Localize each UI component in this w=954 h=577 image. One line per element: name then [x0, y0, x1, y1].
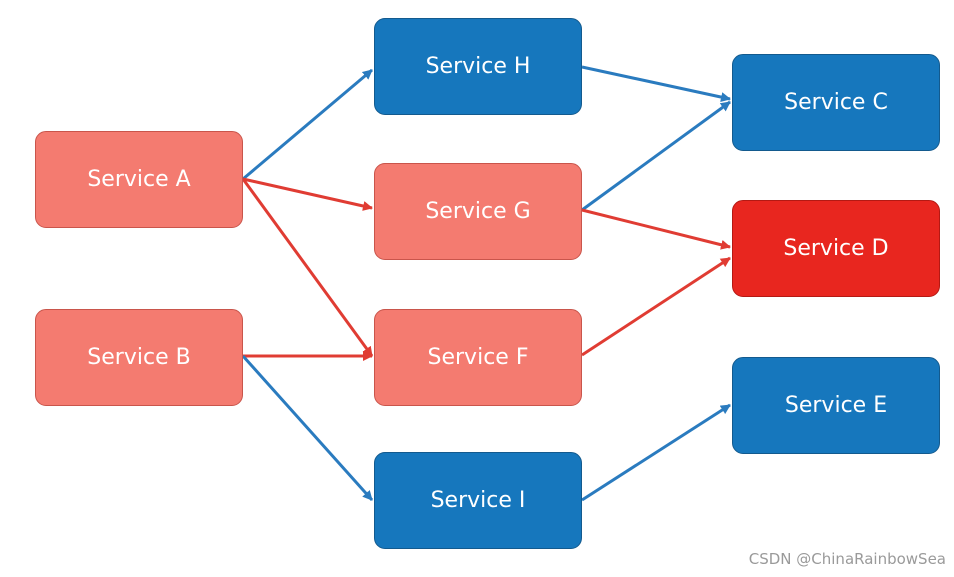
- service-h-node[interactable]: Service H: [374, 18, 582, 115]
- service-g-node[interactable]: Service G: [374, 163, 582, 260]
- edge-a-to-f: [241, 178, 374, 357]
- edge-f-to-d: [581, 256, 731, 357]
- edge-g-to-d: [581, 208, 731, 250]
- service-i-label: Service I: [430, 488, 526, 513]
- service-i-node[interactable]: Service I: [374, 452, 582, 549]
- service-g-label: Service G: [425, 199, 531, 224]
- service-a-node[interactable]: Service A: [35, 131, 243, 228]
- edge-a-to-h: [242, 68, 373, 181]
- service-e-node[interactable]: Service E: [732, 357, 940, 454]
- service-d-node[interactable]: Service D: [732, 200, 940, 297]
- service-h-label: Service H: [425, 54, 531, 79]
- edge-i-to-e: [581, 403, 731, 502]
- service-e-label: Service E: [784, 393, 888, 418]
- watermark: CSDN @ChinaRainbowSea: [748, 550, 946, 568]
- edge-g-to-c: [581, 100, 731, 212]
- service-f-label: Service F: [427, 345, 529, 370]
- edge-b-to-i: [241, 354, 374, 502]
- service-f-node[interactable]: Service F: [374, 309, 582, 406]
- service-a-label: Service A: [87, 167, 191, 192]
- service-b-node[interactable]: Service B: [35, 309, 243, 406]
- service-d-label: Service D: [783, 236, 889, 261]
- edge-h-to-c: [581, 65, 731, 102]
- service-b-label: Service B: [87, 345, 191, 370]
- edge-a-to-g: [242, 177, 373, 211]
- service-c-node[interactable]: Service C: [732, 54, 940, 151]
- service-c-label: Service C: [784, 90, 888, 115]
